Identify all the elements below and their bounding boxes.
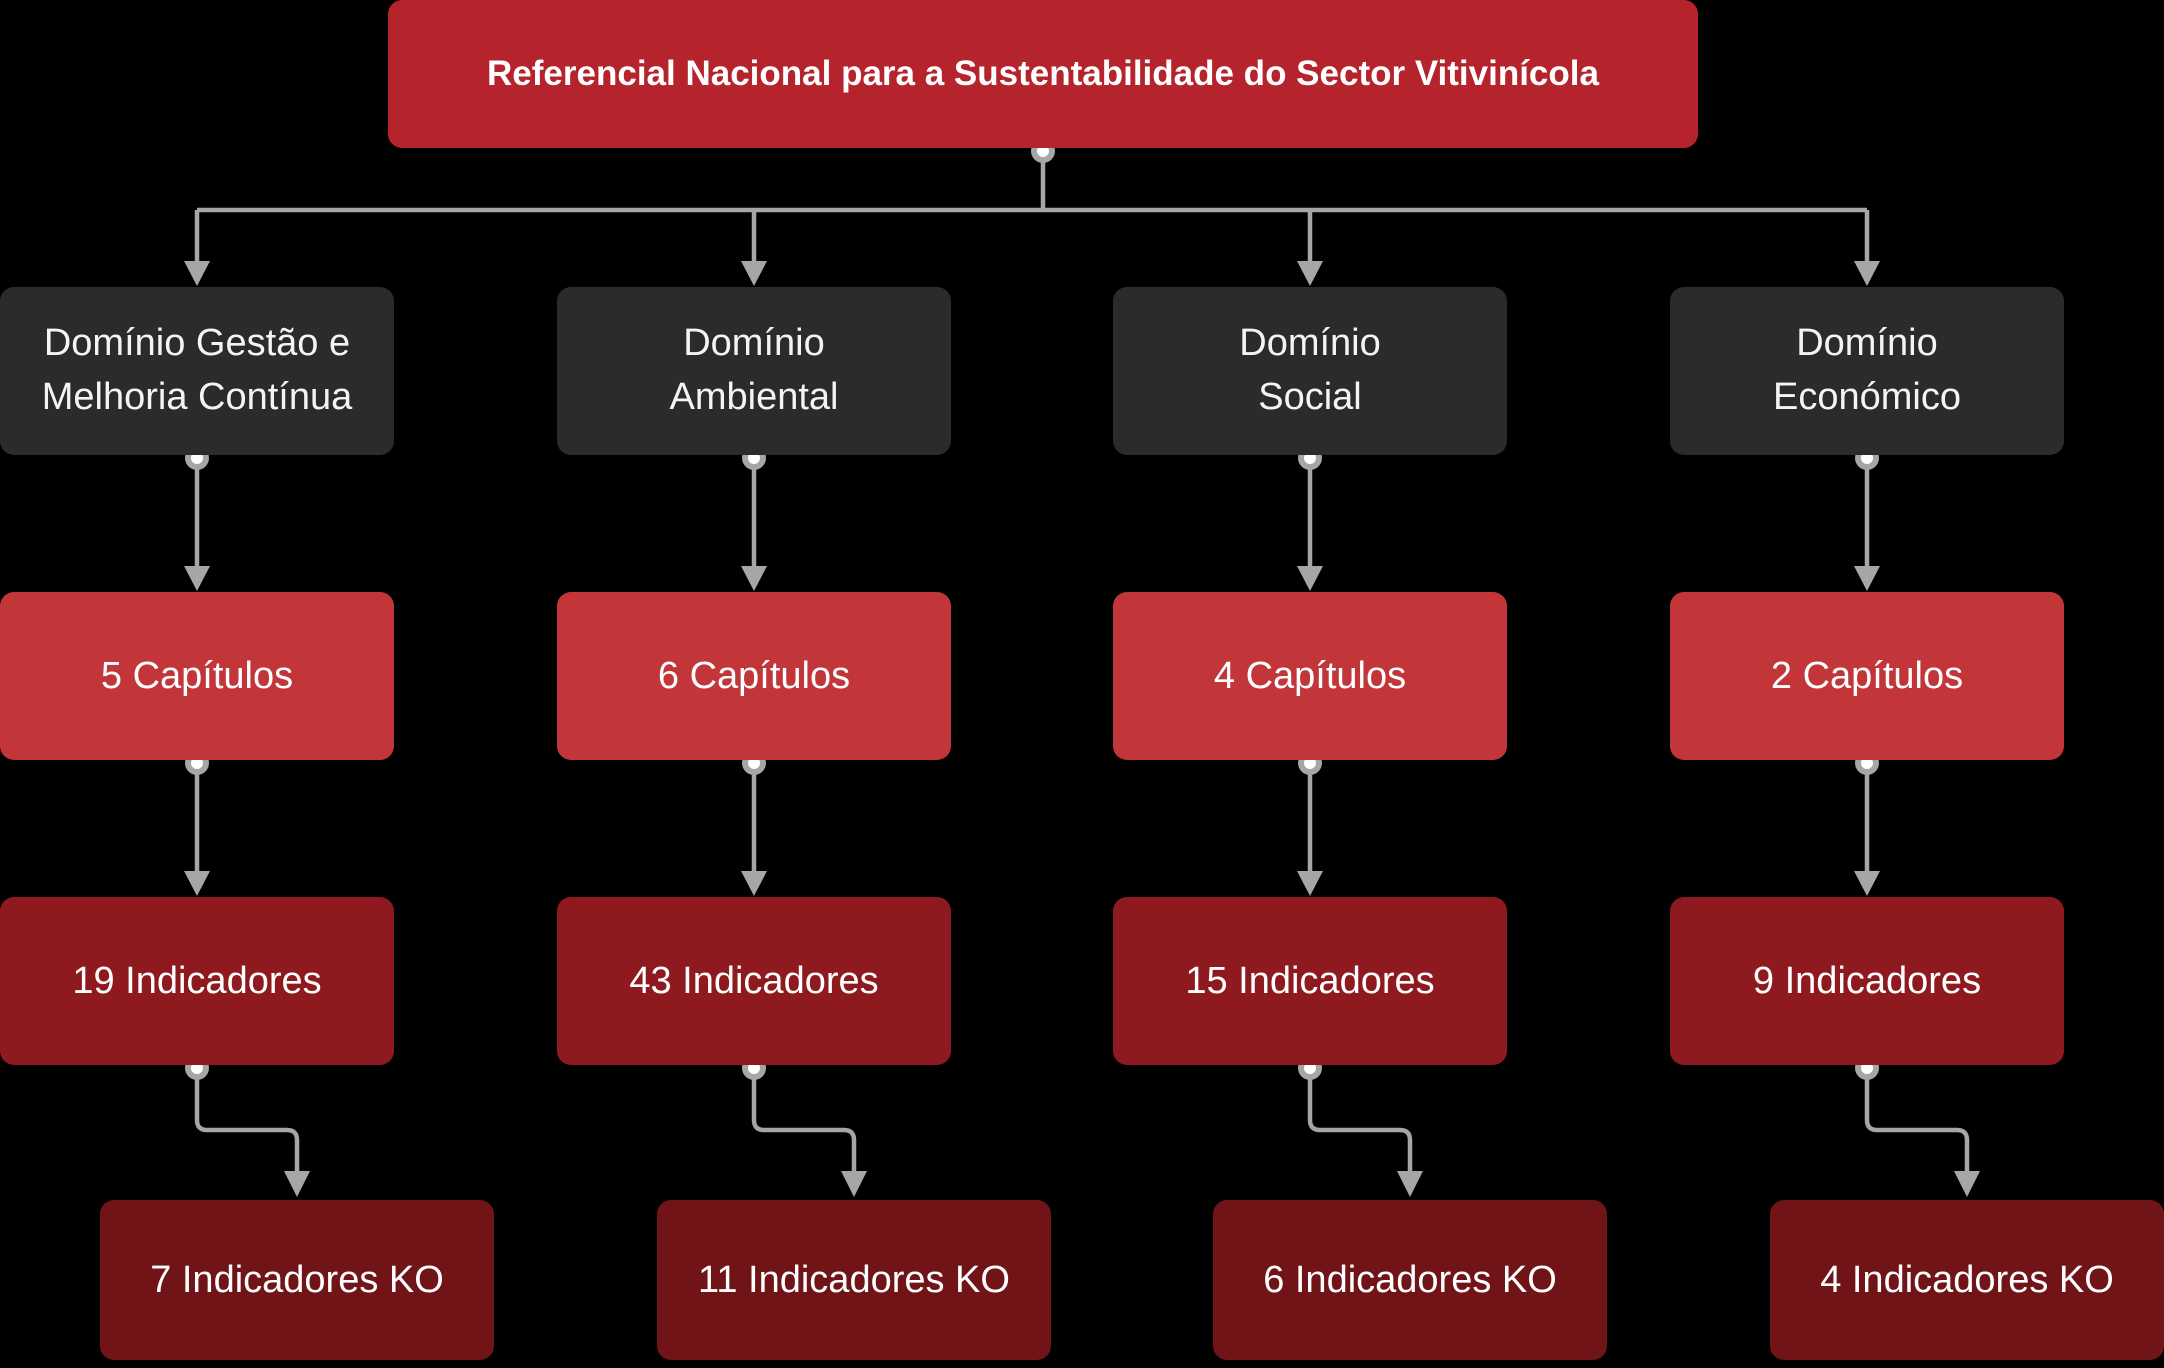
arrowhead-ind-1 (184, 871, 210, 896)
arrowhead-domain-2 (741, 261, 767, 286)
node-indicadores-social: 15 Indicadores (1113, 897, 1507, 1065)
connector-ind-ko-4 (1864, 1070, 1970, 1172)
arrowhead-ind-4 (1854, 871, 1880, 896)
capitulos-social-label: 4 Capítulos (1213, 654, 1407, 697)
node-capitulos-gestao: 5 Capítulos (0, 592, 394, 760)
indicadores-ko-social-label: 6 Indicadores KO (1263, 1258, 1557, 1301)
capitulos-ambiental-label: 6 Capítulos (657, 654, 851, 697)
connector-ind-ko-1 (194, 1070, 300, 1172)
arrowhead-ko-1 (284, 1171, 310, 1197)
connector-ind-ko-2 (751, 1070, 857, 1172)
node-indicadores-gestao: 19 Indicadores (0, 897, 394, 1065)
domain-social-line-2: Social (1258, 376, 1362, 418)
arrowhead-ind-3 (1297, 871, 1323, 896)
arrowhead-ko-2 (841, 1171, 867, 1197)
arrowhead-domain-3 (1297, 261, 1323, 286)
node-domain-economico: Domínio Económico (1670, 287, 2064, 455)
node-indicadores-ko-gestao: 7 Indicadores KO (100, 1200, 494, 1360)
arrowhead-ko-3 (1397, 1171, 1423, 1197)
domain-ambiental-line-1: Domínio (683, 322, 825, 365)
indicadores-ambiental-label: 43 Indicadores (629, 959, 879, 1002)
arrowhead-domain-1 (184, 261, 210, 286)
indicadores-gestao-label: 19 Indicadores (72, 959, 322, 1002)
node-domain-ambiental: Domínio Ambiental (557, 287, 951, 455)
connector-ind-ko-3 (1307, 1070, 1413, 1172)
domain-economico-line-2: Económico (1773, 376, 1961, 418)
arrowhead-cap-1 (184, 566, 210, 591)
node-capitulos-economico: 2 Capítulos (1670, 592, 2064, 760)
node-domain-gestao: Domínio Gestão e Melhoria Contínua (0, 287, 394, 455)
domain-ambiental-line-2: Ambiental (669, 376, 839, 418)
node-indicadores-economico: 9 Indicadores (1670, 897, 2064, 1065)
node-capitulos-ambiental: 6 Capítulos (557, 592, 951, 760)
arrowhead-ind-2 (741, 871, 767, 896)
arrowhead-cap-4 (1854, 566, 1880, 591)
indicadores-ko-ambiental-label: 11 Indicadores KO (698, 1258, 1010, 1301)
node-indicadores-ambiental: 43 Indicadores (557, 897, 951, 1065)
node-capitulos-social: 4 Capítulos (1113, 592, 1507, 760)
domain-social-line-1: Domínio (1239, 322, 1381, 365)
indicadores-ko-economico-label: 4 Indicadores KO (1820, 1258, 2114, 1301)
node-root-title: Referencial Nacional para a Sustentabili… (388, 0, 1698, 148)
capitulos-economico-label: 2 Capítulos (1770, 654, 1964, 697)
arrowhead-ko-4 (1954, 1171, 1980, 1197)
indicadores-economico-label: 9 Indicadores (1752, 959, 1982, 1002)
arrowhead-domain-4 (1854, 261, 1880, 286)
arrowhead-cap-2 (741, 566, 767, 591)
node-indicadores-ko-economico: 4 Indicadores KO (1770, 1200, 2164, 1360)
arrowhead-cap-3 (1297, 566, 1323, 591)
node-domain-social: Domínio Social (1113, 287, 1507, 455)
node-indicadores-ko-ambiental: 11 Indicadores KO (657, 1200, 1051, 1360)
root-title-label: Referencial Nacional para a Sustentabili… (487, 54, 1599, 93)
node-indicadores-ko-social: 6 Indicadores KO (1213, 1200, 1607, 1360)
capitulos-gestao-label: 5 Capítulos (100, 654, 294, 697)
domain-economico-line-1: Domínio (1796, 322, 1938, 365)
domain-gestao-line-1: Domínio Gestão e (43, 322, 351, 365)
indicadores-ko-gestao-label: 7 Indicadores KO (150, 1258, 444, 1301)
domain-gestao-line-2: Melhoria Contínua (41, 376, 353, 418)
indicadores-social-label: 15 Indicadores (1185, 959, 1435, 1002)
